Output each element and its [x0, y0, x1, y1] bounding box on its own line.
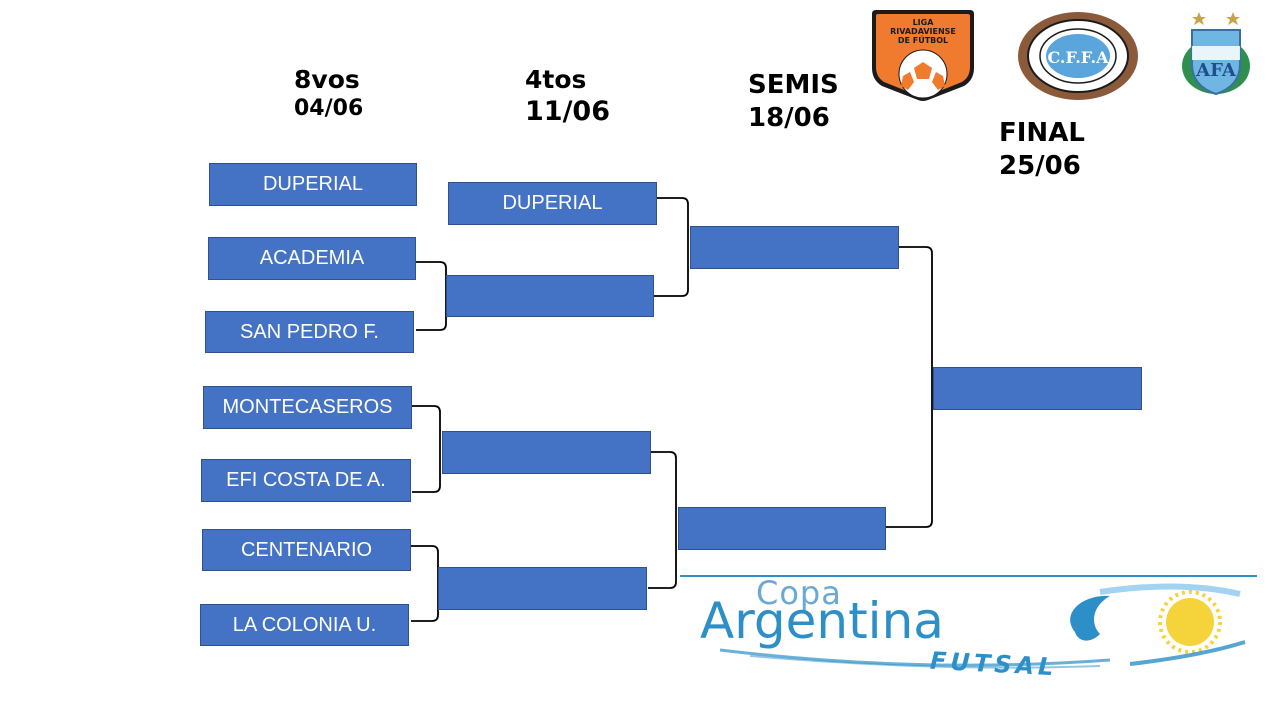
logo-text-argentina: Argentina: [700, 592, 944, 650]
cffa-logo: C.F.F.A: [1018, 12, 1138, 100]
round-date: 04/06: [294, 96, 364, 122]
afa-logo: AFA: [1182, 12, 1250, 96]
copa-argentina-futsal-logo: Copa Argentina FUTSAL: [680, 572, 1260, 702]
connector-line: [654, 197, 689, 297]
round-name: 4tos: [525, 65, 587, 94]
logo-swoosh: [719, 583, 1246, 669]
connector-line: [416, 261, 447, 331]
logo-text-copa: Copa: [756, 574, 842, 612]
bracket-slot-octavos-7: LA COLONIA U.: [200, 604, 409, 646]
round-header-cuartos: 4tos 11/06: [525, 64, 610, 129]
logo-text: RIVADAVIENSE: [890, 27, 956, 36]
connector-line: [886, 246, 933, 528]
round-name: 8vos: [294, 65, 360, 94]
bracket-slot-semis-2: [678, 507, 886, 550]
bracket-slot-cuartos-4: [438, 567, 647, 610]
bracket-slot-semis-1: [690, 226, 899, 269]
round-header-octavos: 8vos 04/06: [294, 64, 363, 123]
bracket-slot-octavos-3: SAN PEDRO F.: [205, 311, 414, 353]
bracket-slot-octavos-2: ACADEMIA: [208, 237, 416, 280]
bracket-slot-octavos-4: MONTECASEROS: [203, 386, 412, 429]
logo-text: C.F.F.A: [1047, 48, 1109, 67]
round-date: 25/06: [999, 150, 1081, 181]
bracket-slot-cuartos-3: [442, 431, 651, 474]
bracket-slot-octavos-1: DUPERIAL: [209, 163, 417, 206]
liga-rivadaviense-logo: LIGA RIVADAVIENSE DE FÚTBOL: [872, 10, 974, 101]
bracket-slot-final: [933, 367, 1142, 410]
sun-icon: [1158, 590, 1222, 654]
round-name: SEMIS: [748, 70, 839, 100]
connector-line: [648, 451, 677, 589]
round-name: FINAL: [999, 118, 1085, 148]
round-header-final: FINAL 25/06: [999, 117, 1085, 182]
connector-line: [412, 405, 441, 493]
bracket-slot-octavos-6: CENTENARIO: [202, 529, 411, 571]
bracket-slot-cuartos-1: DUPERIAL: [448, 182, 657, 225]
round-date: 11/06: [525, 96, 611, 128]
connector-line: [411, 545, 439, 622]
bracket-slot-octavos-5: EFI COSTA DE A.: [201, 459, 411, 502]
logo-top-rule: [680, 575, 1257, 577]
star-icon: [1226, 12, 1240, 25]
round-date: 18/06: [748, 102, 830, 133]
bracket-slot-cuartos-2: [446, 275, 654, 317]
logo-text: DE FÚTBOL: [898, 34, 948, 45]
water-drop-icon: [1070, 595, 1110, 641]
round-header-semis: SEMIS 18/06: [748, 69, 839, 134]
logo-text: AFA: [1195, 60, 1237, 81]
logo-text: LIGA: [913, 18, 935, 27]
star-icon: [1192, 12, 1206, 25]
